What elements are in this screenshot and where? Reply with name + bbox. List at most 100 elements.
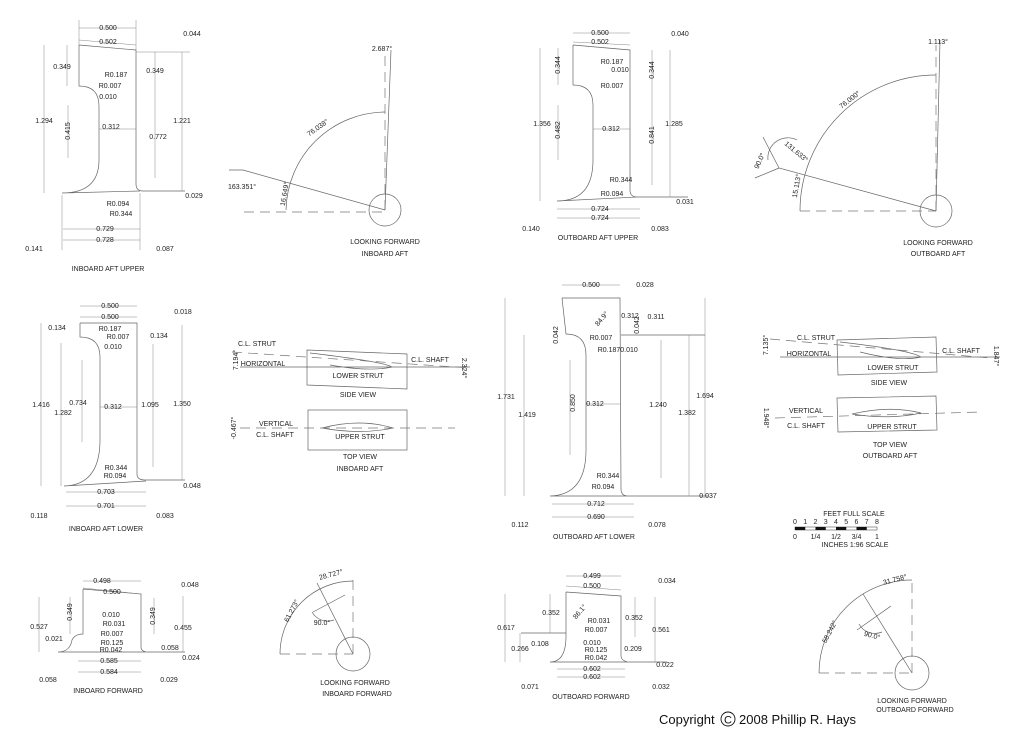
dimension-label: 0.048 [183,483,201,490]
dimension-label: 0.034 [658,578,676,585]
scale-tick-feet: 3 [824,519,828,526]
copyright-prefix: Copyright [659,712,715,727]
dimension-label: R0.187 [598,347,621,354]
dimension-label: 0.728 [96,237,114,244]
looking-forward-inboard-aft [229,49,402,227]
dimension-label: 0.311 [648,314,665,321]
dimension-label: 0.344 [555,56,562,74]
scale-segment [836,527,847,530]
outboard-aft-lower-profile [504,284,708,518]
scale-tick-feet: 7 [865,519,869,526]
scale-tick-feet: 1 [803,519,807,526]
dimension-label: R0.187 [99,326,122,333]
dimension-label: 0.083 [156,513,174,520]
copyright-circle-icon [720,711,736,727]
view-title: INBOARD FORWARD [73,688,143,695]
dimension-label: 0.499 [583,573,601,580]
dimension-label: 0.415 [65,122,72,140]
dimension-label: 0.352 [542,610,560,617]
strut-view-label: SIDE VIEW [340,392,377,399]
scale-tick-feet: 5 [844,519,848,526]
inboard-aft-strut-views [231,349,471,451]
strut-view-label: C.L. SHAFT [942,348,980,355]
copyright-owner: 2008 Phillip R. Hays [739,712,857,727]
dimension-label: 0.010 [583,640,601,647]
dimension-label: 0.734 [69,400,87,407]
dimension-label: 0.312 [602,126,620,133]
dimension-label: 1.416 [32,402,50,409]
scale-tick-inches: 1/2 [831,534,841,541]
dimension-label: 0.312 [586,401,604,408]
angle-label: 1.113° [928,38,948,46]
looking-forward-outboard-forward [818,579,930,691]
dimension-label: 0.010 [104,344,122,351]
scale-tick-inches: 1 [875,534,879,541]
dimension-label: 0.021 [45,636,63,643]
dimension-label: 0.561 [652,627,670,634]
view-title: LOOKING FORWARD [903,240,973,247]
dimension-label: 0.266 [511,646,529,653]
dimension-label: 0.690 [587,514,605,521]
strut-view-label: C.L. STRUT [797,335,836,342]
dimension-label: 0.058 [161,645,179,652]
angle-label: 90.0° [753,152,767,170]
dimension-label: R0.042 [100,647,123,654]
strut-view-label: HORIZONTAL [241,361,286,368]
dimension-label: 0.134 [48,325,66,332]
scale-tick-inches: 1/4 [811,534,821,541]
strut-view-label: C.L. STRUT [238,341,277,348]
scale-tick-inches: 3/4 [852,534,862,541]
dimension-label: R0.007 [601,83,624,90]
strut-view-label: OUTBOARD AFT [863,453,918,460]
dimension-label: R0.094 [601,191,624,198]
angle-label: 90.0° [314,619,331,627]
dimension-label: 0.010 [611,67,629,74]
scale-tick-feet: 2 [814,519,818,526]
scale-segment [856,527,867,530]
dimension-label: 0.585 [100,658,118,665]
strut-view-label: VERTICAL [789,408,823,415]
angle-label: 31.758° [882,573,908,587]
dimension-label: 0.087 [156,246,174,253]
dimension-label: 0.048 [181,582,199,589]
dimension-label: 0.042 [553,326,560,344]
view-title: INBOARD AFT LOWER [69,526,143,533]
dimension-label: 1.694 [696,393,714,400]
dimension-label: 0.037 [699,493,717,500]
scale-tick-inches: 0 [793,534,797,541]
labels-layer: 0.5000.5020.0440.349R0.1870.349R0.0070.0… [25,25,1000,714]
angle-label: 58.242° [821,619,840,644]
dimension-label: 0.010 [99,94,117,101]
dimension-label: 0.500 [583,583,601,590]
dimension-label: 0.712 [587,501,605,508]
dimension-label: 0.602 [583,674,601,681]
dimension-label: 0.724 [591,215,609,222]
dimension-label: 0.029 [185,193,203,200]
dimension-label: 0.018 [174,309,192,316]
dimension-label: 0.078 [648,522,666,529]
dimension-label: R0.094 [592,484,615,491]
copyright-symbol: C [724,715,732,727]
dimension-label: 1.095 [141,402,159,409]
view-title: OUTBOARD AFT [911,251,966,258]
strut-view-label: 1.948° [762,408,770,429]
dimension-label: R0.007 [101,631,124,638]
dimension-label: R0.031 [103,621,126,628]
dimension-label: 0.024 [182,655,200,662]
dimension-label: 0.134 [150,333,168,340]
dimension-label: 0.617 [497,625,515,632]
strut-view-label: TOP VIEW [343,454,377,461]
dimension-label: 1.221 [173,118,191,125]
looking-forward-inboard-forward [279,575,371,672]
strut-view-label: C.L. SHAFT [787,423,825,430]
dimension-label: 0.010 [620,347,638,354]
dimension-label: R0.344 [105,465,128,472]
dimension-label: 0.349 [150,607,157,625]
dimension-label: 0.044 [183,31,201,38]
angle-label: 90.0° [863,630,881,642]
dimension-label: 0.500 [101,303,119,310]
dimension-label: 0.500 [591,30,609,37]
scale-bar [794,526,878,531]
dimension-label: R0.187 [105,72,128,79]
